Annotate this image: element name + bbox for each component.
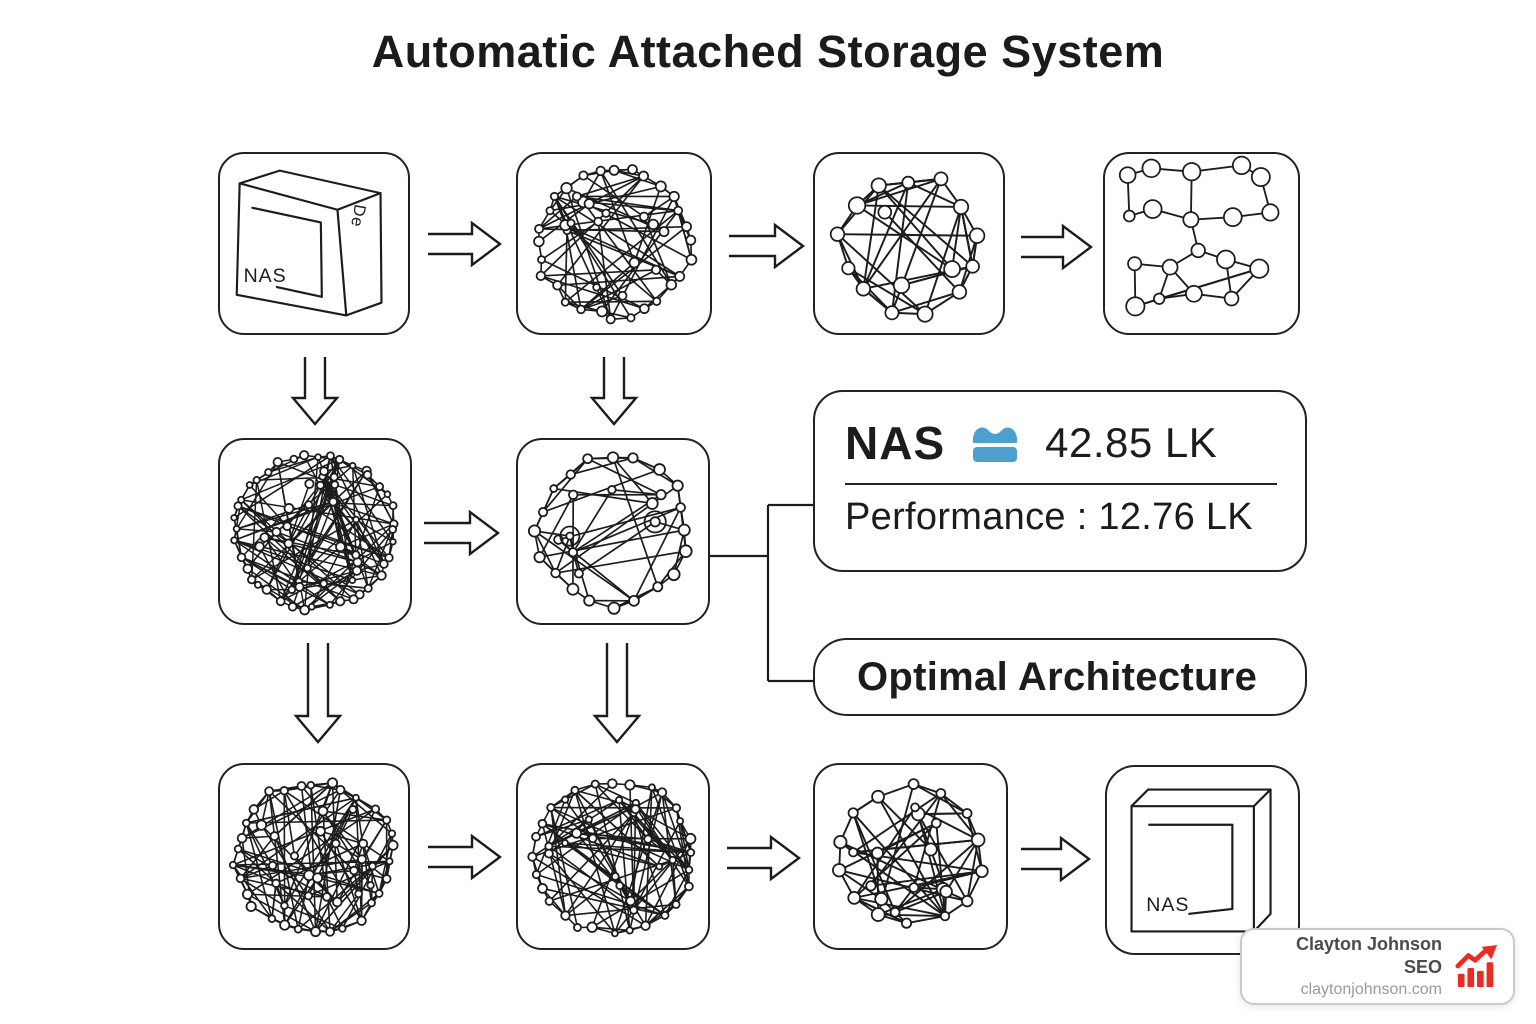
refined-network-graph-icon bbox=[832, 778, 989, 929]
nas-input-side-label: De bbox=[347, 203, 370, 229]
card-divider bbox=[845, 483, 1277, 485]
network-graph-box-2 bbox=[813, 152, 1005, 335]
nas-output-box: NAS bbox=[1105, 765, 1300, 955]
network-graph-box-1 bbox=[516, 152, 712, 335]
nas-result-card: NAS 42.85 LK Performance : 12.76 LK bbox=[813, 390, 1307, 572]
network-graph-box-4 bbox=[218, 438, 412, 625]
result-card-name: NAS bbox=[845, 417, 946, 469]
nas-device-3d-icon: NAS De bbox=[235, 169, 383, 317]
result-card-value: 42.85 LK bbox=[1045, 419, 1218, 466]
nas-output-label: NAS bbox=[1146, 894, 1189, 916]
cloud-storage-icon bbox=[973, 427, 1018, 462]
dense-network-graph-icon bbox=[533, 164, 698, 325]
network-graph-box-7 bbox=[516, 763, 710, 950]
performance-text: Performance : 12.76 LK bbox=[845, 496, 1253, 538]
nas-input-box: NAS De bbox=[218, 152, 410, 335]
dense-network-graph-icon bbox=[527, 778, 697, 938]
optimal-architecture-card: Optimal Architecture bbox=[813, 638, 1307, 716]
candidate-network-graph-icon bbox=[527, 451, 693, 615]
watermark-website-link[interactable]: claytonjohnson.com bbox=[1300, 980, 1442, 998]
network-graph-box-8 bbox=[813, 763, 1008, 950]
growth-bar-chart-icon bbox=[1455, 944, 1498, 987]
watermark-name: Clayton Johnson SEO bbox=[1295, 933, 1442, 978]
page-title: Automatic Attached Storage System bbox=[371, 26, 1165, 77]
network-graph-box-3 bbox=[1103, 152, 1300, 335]
network-graph-box-5 bbox=[516, 438, 710, 625]
sparse-network-graph-icon bbox=[1118, 155, 1280, 317]
watermark-card[interactable]: Clayton Johnson SEO claytonjohnson.com bbox=[1240, 928, 1515, 1005]
nas-device-3d-icon: NAS bbox=[1130, 788, 1272, 933]
nas-input-label: NAS bbox=[244, 265, 287, 287]
optimal-architecture-label: Optimal Architecture bbox=[857, 654, 1258, 699]
network-graph-box-6 bbox=[218, 763, 410, 950]
very-dense-network-graph-icon bbox=[230, 450, 399, 616]
hub-network-graph-icon bbox=[829, 171, 986, 323]
dense-network-graph-icon bbox=[228, 777, 399, 938]
